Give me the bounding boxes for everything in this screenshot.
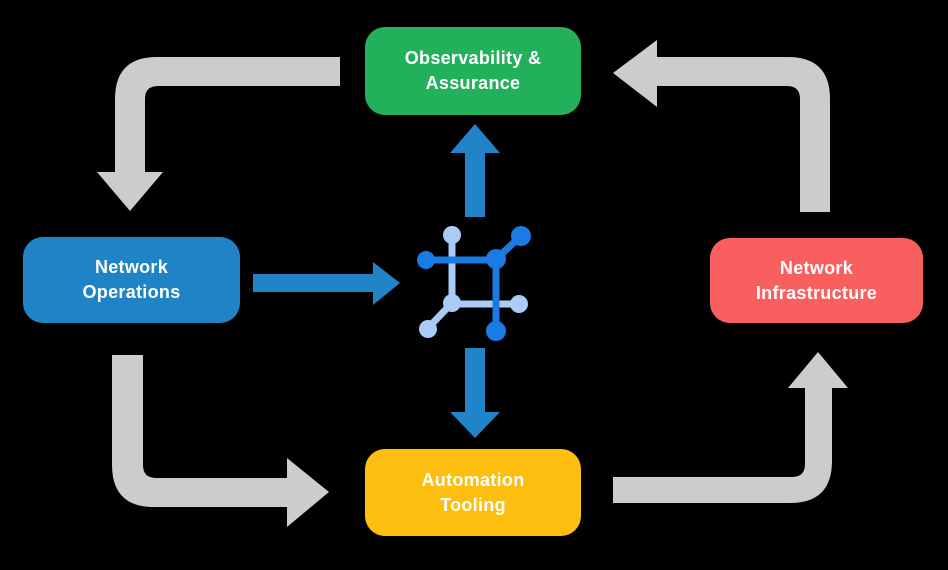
arrow-automation-to-infrastructure <box>613 352 848 503</box>
arrow-operations-to-automation <box>112 355 329 527</box>
network-fabric-icon-dark-nodes <box>417 226 531 341</box>
arrow-icon-to-observability <box>450 124 500 217</box>
node-network-infrastructure: Network Infrastructure <box>710 238 923 323</box>
arrow-icon-to-automation <box>450 348 500 438</box>
arrow-operations-to-icon <box>253 262 400 305</box>
network-fabric-icon-light-nodes <box>419 226 528 338</box>
node-network-operations: Network Operations <box>23 237 240 323</box>
network-fabric-icon <box>417 226 531 341</box>
node-observability-assurance: Observability & Assurance <box>365 27 581 115</box>
arrow-infrastructure-to-observability <box>613 40 830 212</box>
node-automation-tooling: Automation Tooling <box>365 449 581 536</box>
arrow-observability-to-operations <box>97 57 340 211</box>
